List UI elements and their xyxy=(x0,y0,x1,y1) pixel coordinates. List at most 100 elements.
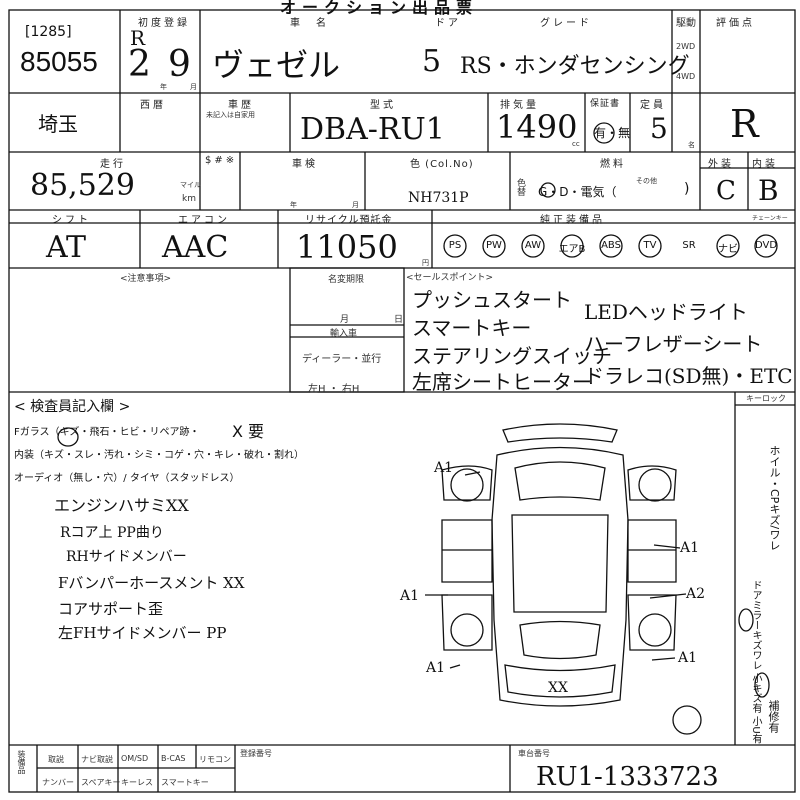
model: DBA-RU1 xyxy=(300,112,445,147)
car-name: ヴェゼル xyxy=(212,46,341,84)
fuel-close: ) xyxy=(684,181,690,197)
audio-line: オーディオ（無し・穴）/ タイヤ（スタッドレス） xyxy=(14,473,240,484)
inspection-note-5: コアサポート歪 xyxy=(58,600,164,618)
doors: 5 xyxy=(422,44,442,79)
equip-pw: PW xyxy=(486,240,502,251)
sales-point-2: スマートキー xyxy=(412,316,532,340)
diagram-mark-4: A1 xyxy=(426,660,446,676)
mileage: 85,529 xyxy=(30,168,135,203)
color-label: 色 (Col.No) xyxy=(410,159,474,170)
capacity-unit: 名 xyxy=(688,141,695,149)
sales-point-6: ハーフレザーシート xyxy=(584,332,763,356)
score: R xyxy=(730,102,759,146)
lot-number: 85055 xyxy=(20,46,98,77)
score-label: 評価点 xyxy=(716,18,755,29)
equip-abs: ABS xyxy=(601,240,621,251)
diagram-mark-2: A1 xyxy=(680,540,700,556)
chassis-key-label: チェーンキー xyxy=(752,215,788,222)
color-code: NH731P xyxy=(408,190,469,206)
equip-tv: TV xyxy=(643,240,657,251)
equip-airbag: エアB xyxy=(558,244,586,255)
recycle-label: リサイクル預託金 xyxy=(305,215,393,226)
name-change-month: 月 xyxy=(340,315,350,325)
year-unit: 年 xyxy=(160,83,167,91)
inspection-note-3: RHサイドメンバー xyxy=(66,549,187,565)
steering-label: 左H ・ 右H xyxy=(308,384,360,395)
month-unit: 月 xyxy=(190,83,197,91)
sales-point-7: ドラレコ(SD無)・ETC xyxy=(584,364,793,388)
name-label: 車 名 xyxy=(290,18,329,29)
registration-label: 登録番号 xyxy=(240,749,272,758)
cc-unit: cc xyxy=(572,140,580,148)
equipment-label: 純正装備品 xyxy=(540,215,605,226)
equip-ps: PS xyxy=(448,240,462,251)
capacity: 5 xyxy=(650,112,668,145)
displacement-label: 排気量 xyxy=(500,100,539,111)
door-label: ドア xyxy=(435,18,461,29)
model-label: 型式 xyxy=(370,100,396,111)
inspection-note-4: Fバンパーホースメント XX xyxy=(58,574,245,592)
name-change-label: 名変期限 xyxy=(328,275,365,285)
equip-navi: ナビ xyxy=(718,244,738,255)
yen-unit: 円 xyxy=(422,259,429,267)
history-note: 未記入は自家用 xyxy=(206,111,255,119)
sales-point-5: LEDヘッドライト xyxy=(584,300,748,324)
car-diagram xyxy=(425,423,702,735)
inspection-year-unit: 年 xyxy=(290,201,297,209)
grade-label: グレード xyxy=(540,18,592,29)
sales-point-1: プッシュスタート xyxy=(412,288,572,312)
recycle: 11050 xyxy=(296,228,398,266)
side-note: ホイル・CPキズ/ワレ xyxy=(768,445,781,552)
ac-label: エアコン xyxy=(178,215,230,226)
chassis-label: 車台番号 xyxy=(518,749,550,758)
diagram-mark-5: A2 xyxy=(686,586,706,602)
key-lock-label: キーロック xyxy=(746,394,786,403)
reg-month: 9 xyxy=(168,44,191,85)
interior-label: 内装 xyxy=(752,159,778,170)
history-label: 車歴 xyxy=(228,100,254,111)
mileage-label: 走行 xyxy=(100,159,126,170)
import-label: 輸入車 xyxy=(330,329,358,339)
equip-aw: AW xyxy=(524,240,542,251)
exterior-label: 外装 xyxy=(708,159,734,170)
inspection-note-1: エンジンハサミXX xyxy=(54,496,189,515)
fuel-options: G・D・電気（ xyxy=(538,185,617,199)
inspection-date-label: 車検 xyxy=(292,159,318,170)
page-title: オークション出品票 xyxy=(280,0,479,17)
displacement: 1490 xyxy=(496,108,578,146)
mile-unit: マイル xyxy=(180,181,201,189)
first-reg-label: 初度登録 xyxy=(138,18,190,29)
warranty-label: 保証書 xyxy=(590,99,621,109)
footer-item-keyless: キーレス xyxy=(121,778,153,787)
interior-grade: B xyxy=(758,174,779,207)
diagram-mark-1: A1 xyxy=(434,460,454,476)
interior-line: 内装（キズ・スレ・汚れ・シミ・コゲ・穴・キレ・破れ・割れ） xyxy=(14,450,304,461)
diagram-mark-7: XX xyxy=(548,680,568,696)
footer-item-navi-manual: ナビ取説 xyxy=(81,755,113,764)
footer-col-label: 装備品 xyxy=(17,750,26,774)
drive-4wd: 4WD xyxy=(676,72,696,81)
sales-label: <セールスポイント> xyxy=(406,273,494,283)
color-change-label: 色替 xyxy=(515,178,525,196)
equip-sr: SR xyxy=(682,240,696,251)
drive-label: 駆動 xyxy=(676,18,696,29)
warranty-options: 有・無 xyxy=(594,126,631,140)
name-change-day: 日 xyxy=(394,315,404,325)
footer-item-manual: 取説 xyxy=(48,755,64,764)
diagram-mark-6: A1 xyxy=(678,650,698,666)
meter-label: $#※ xyxy=(205,155,238,166)
equip-dvd: DVD xyxy=(754,240,778,251)
reg-year: 2 xyxy=(128,44,151,85)
glass-mark: X 要 xyxy=(232,422,265,441)
drive-2wd: 2WD xyxy=(676,42,696,51)
lot-bracket: [1285] xyxy=(25,24,72,40)
side-note-2: ドアミラーキズワレ 小キズ有 小U有 xyxy=(750,580,761,744)
era: R xyxy=(130,26,146,50)
inspection-note-2: Rコア上 PP曲り xyxy=(60,525,164,541)
exterior-grade: C xyxy=(716,176,736,206)
capacity-label: 定員 xyxy=(640,100,666,111)
dealer-label: ディーラー・並行 xyxy=(302,354,382,365)
diagram-mark-3: A1 xyxy=(400,588,420,604)
inspection-note-6: 左FHサイドメンバー PP xyxy=(58,624,227,642)
